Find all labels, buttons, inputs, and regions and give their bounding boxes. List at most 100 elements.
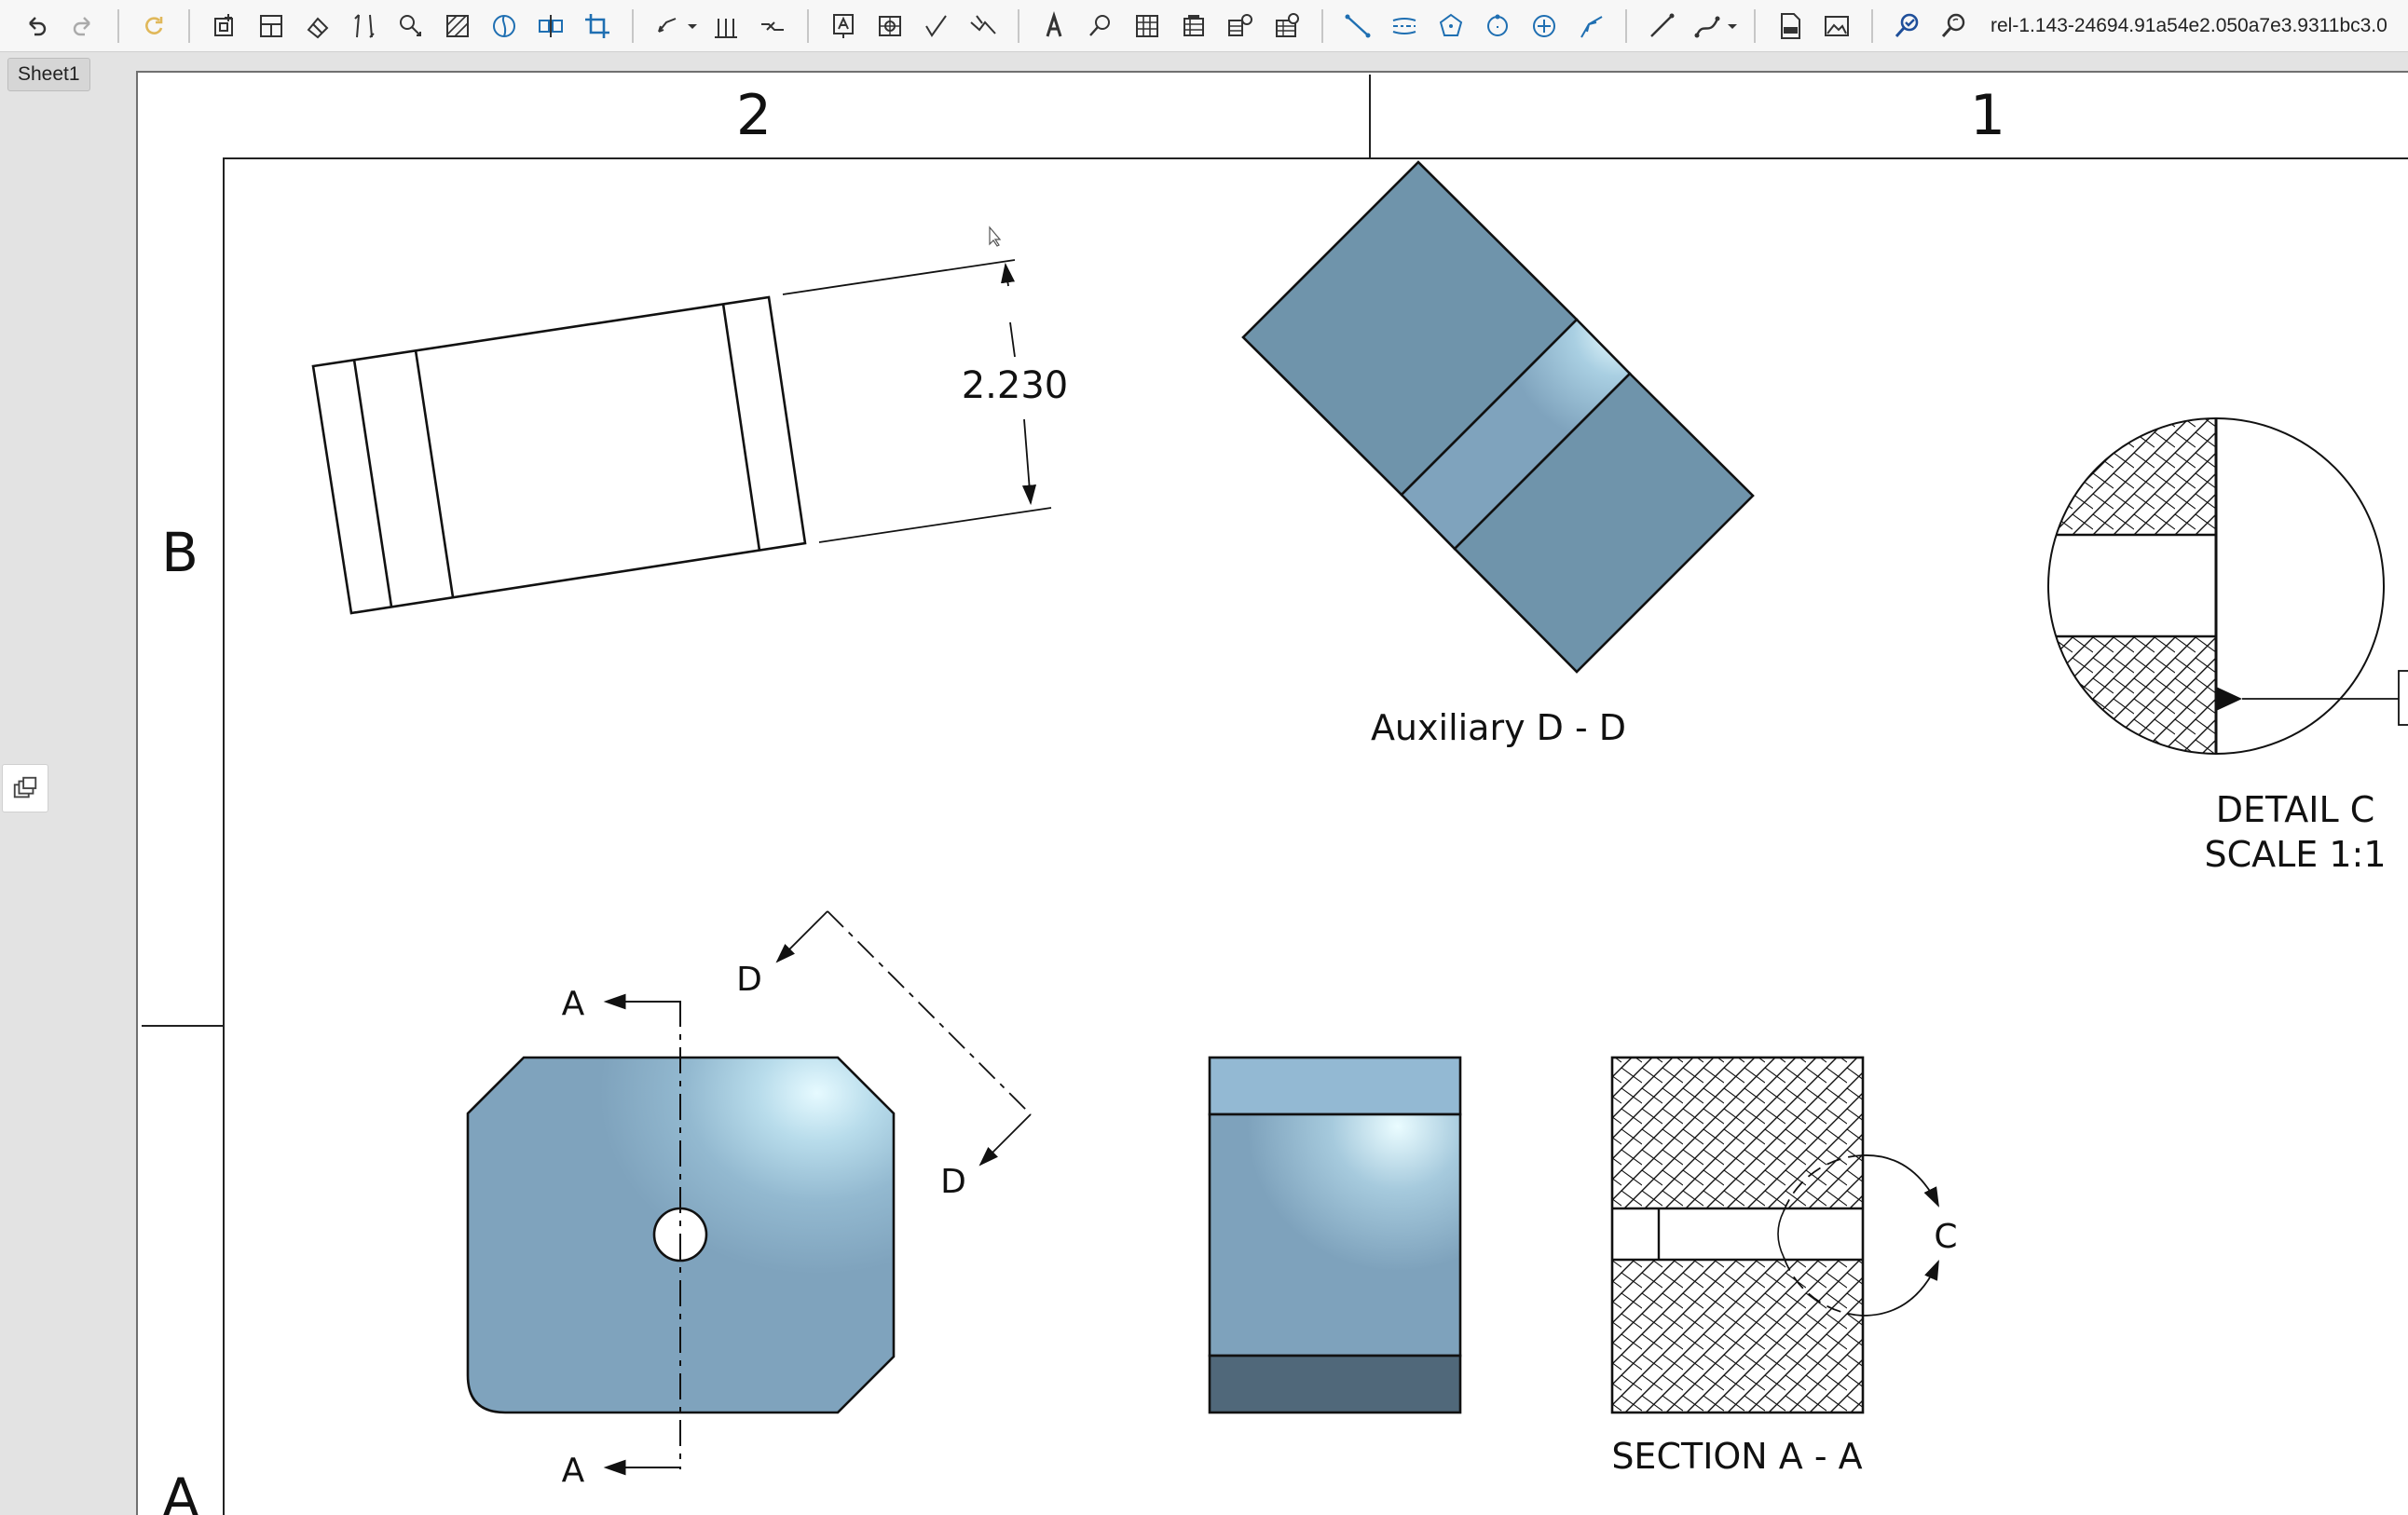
main-toolbar: rel-1.143-24694.91a54e2.050a7e3.9311bc3.… <box>0 0 2408 52</box>
refresh-icon <box>145 16 163 34</box>
auxiliary-view[interactable] <box>1241 160 1755 674</box>
document-id: rel-1.143-24694.91a54e2.050a7e3.9311bc3.… <box>1991 14 2387 36</box>
chamfer-dim-button[interactable] <box>754 7 791 45</box>
check-button[interactable] <box>1889 7 1926 45</box>
cursor-pointer-icon <box>989 225 1002 247</box>
crop-button[interactable] <box>579 7 616 45</box>
centerline-button[interactable] <box>1386 7 1423 45</box>
align-view-button[interactable] <box>532 7 569 45</box>
align-view-icon <box>539 14 563 37</box>
insert-view-button[interactable] <box>206 7 243 45</box>
aux-letter-bottom: D <box>940 1163 966 1201</box>
projected-view-button[interactable] <box>253 7 290 45</box>
inspect-button[interactable] <box>1082 7 1119 45</box>
line-button[interactable] <box>1339 7 1376 45</box>
section-view-label: SECTION A - A <box>1611 1436 1862 1477</box>
inspect-icon <box>1089 14 1110 36</box>
dimension-value: 2.230 <box>962 364 1069 407</box>
auxiliary-line-d[interactable] <box>775 910 1032 1167</box>
redo-button[interactable] <box>64 7 102 45</box>
bom-button[interactable] <box>1175 7 1212 45</box>
detail-view-button[interactable] <box>392 7 430 45</box>
sheet-border <box>142 75 2408 1515</box>
centerline-icon <box>1392 17 1416 34</box>
bolt-circle-button[interactable] <box>1479 7 1516 45</box>
drawing-sheet[interactable]: 2 1 B A 2.230 Auxiliary D - D <box>136 71 2408 1515</box>
find-icon <box>1941 13 1965 37</box>
spline-icon <box>1694 16 1720 37</box>
break-view-icon <box>493 14 515 37</box>
spline-button[interactable] <box>1690 7 1727 45</box>
hole-table-button[interactable] <box>1222 7 1259 45</box>
tilted-wireframe-view[interactable] <box>311 295 807 615</box>
export-dxf-icon <box>1781 12 1800 39</box>
surface-finish-icon <box>925 14 947 37</box>
sheet-tab[interactable]: Sheet1 <box>7 58 90 91</box>
section-view[interactable] <box>1610 1056 1865 1414</box>
detail-letter: C <box>1934 1218 1957 1256</box>
panel-toggle-button[interactable] <box>2 764 48 812</box>
crop-icon <box>585 13 609 38</box>
find-button[interactable] <box>1936 7 1973 45</box>
sheets-icon <box>13 776 37 798</box>
spline-dropdown[interactable] <box>1726 7 1739 45</box>
section-letter-top: A <box>562 985 585 1023</box>
line-icon <box>1345 14 1371 37</box>
hole-table-icon <box>1228 13 1252 36</box>
text-icon <box>1046 10 1062 36</box>
toolbar-separator <box>1625 8 1627 43</box>
surface-finish-button[interactable] <box>918 7 955 45</box>
toolbar-separator <box>1871 8 1873 43</box>
section-line-a[interactable] <box>603 993 680 1476</box>
auxiliary-view-label: Auxiliary D - D <box>1371 707 1626 748</box>
revision-table-button[interactable] <box>1268 7 1306 45</box>
insert-image-button[interactable] <box>1818 7 1855 45</box>
section-letter-bottom: A <box>562 1452 585 1490</box>
detail-callout-c[interactable] <box>1783 1154 1939 1317</box>
zone-row-b: B <box>161 521 198 584</box>
dimension-dropdown[interactable] <box>686 7 699 45</box>
toolbar-separator <box>1754 8 1756 43</box>
undo-icon <box>29 16 47 35</box>
front-view[interactable] <box>466 1001 896 1469</box>
callout-button[interactable] <box>871 7 909 45</box>
chamfer-dim-icon <box>761 20 784 31</box>
note-icon <box>833 13 854 38</box>
insert-image-icon <box>1825 15 1849 36</box>
ordinate-button[interactable] <box>707 7 745 45</box>
weld-symbol-icon <box>970 14 996 34</box>
text-button[interactable] <box>1035 7 1073 45</box>
dimension-2230[interactable] <box>782 259 1052 543</box>
detail-label-line2: SCALE 1:1 <box>2204 834 2386 875</box>
side-view[interactable] <box>1208 1056 1462 1414</box>
break-view-button[interactable] <box>486 7 523 45</box>
hatch-icon <box>446 14 469 37</box>
centermark-button[interactable] <box>1432 7 1470 45</box>
weld-symbol-button[interactable] <box>965 7 1002 45</box>
detail-view[interactable] <box>2047 417 2408 755</box>
center-point-button[interactable] <box>1526 7 1563 45</box>
export-dxf-button[interactable] <box>1772 7 1809 45</box>
undo-button[interactable] <box>18 7 55 45</box>
sketch-arc-button[interactable] <box>1643 7 1680 45</box>
note-button[interactable] <box>825 7 862 45</box>
callout-icon <box>879 15 901 36</box>
sketch-line-button[interactable] <box>1572 7 1609 45</box>
hatch-button[interactable] <box>439 7 476 45</box>
zone-col-2: 2 <box>736 83 772 148</box>
drawing-canvas: 2 1 B A 2.230 Auxiliary D - D <box>142 75 2408 1515</box>
auxiliary-view-button[interactable] <box>299 7 336 45</box>
zone-row-a: A <box>162 1467 199 1515</box>
section-view-button[interactable] <box>346 7 383 45</box>
auxiliary-view-icon <box>307 17 329 38</box>
dimension-button[interactable] <box>650 7 687 45</box>
toolbar-separator <box>807 8 809 43</box>
toolbar-separator <box>117 8 119 43</box>
detail-view-icon <box>400 14 421 36</box>
projected-view-icon <box>260 14 282 37</box>
caret-down-icon <box>688 23 697 29</box>
toolbar-separator <box>1018 8 1019 43</box>
refresh-button[interactable] <box>135 7 172 45</box>
zone-col-1: 1 <box>1970 83 2005 148</box>
table-button[interactable] <box>1129 7 1166 45</box>
